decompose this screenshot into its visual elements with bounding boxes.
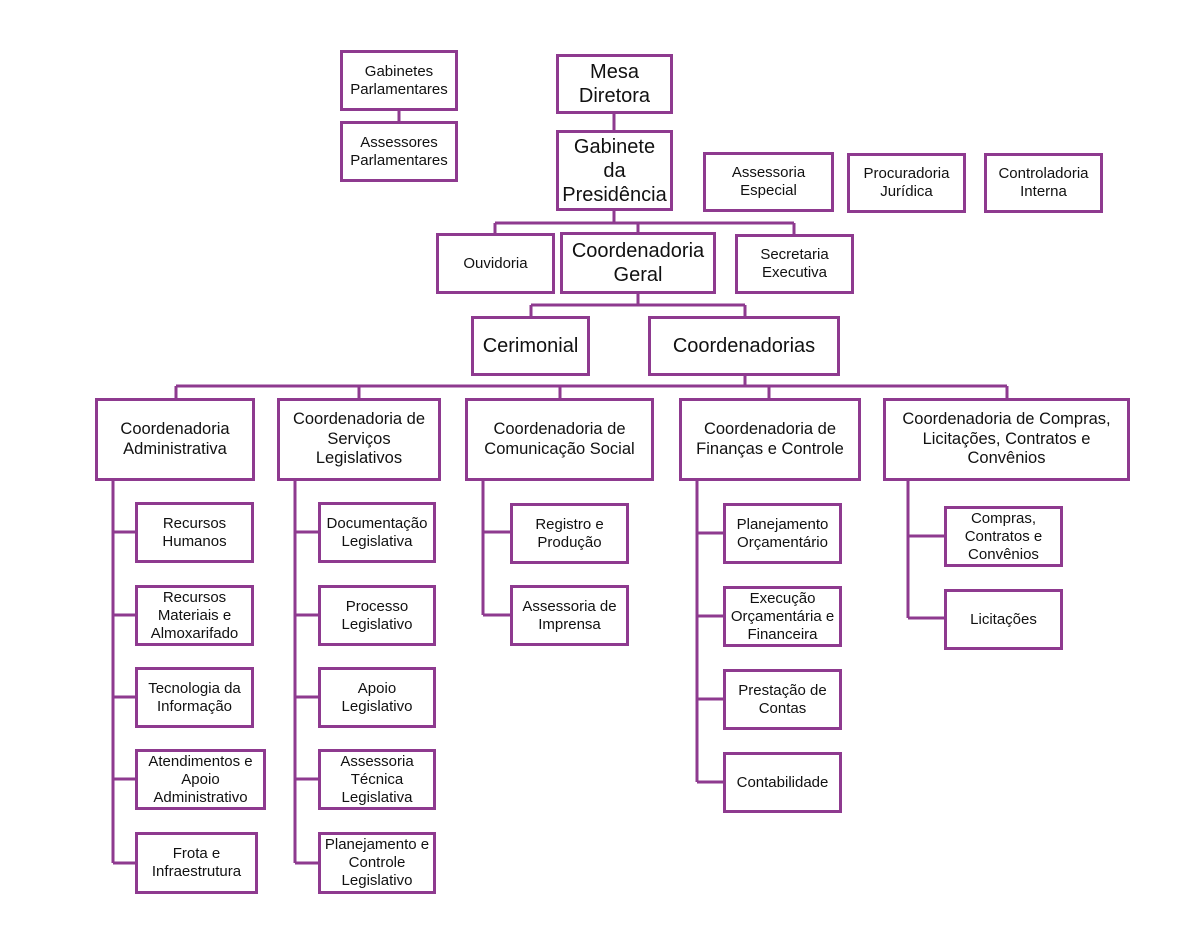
node-tecnologia-informacao: Tecnologia da Informação <box>135 667 254 728</box>
node-recursos-humanos: Recursos Humanos <box>135 502 254 563</box>
node-controladoria-interna: Controladoria Interna <box>984 153 1103 213</box>
node-gabinetes-parlamentares: Gabinetes Parlamentares <box>340 50 458 111</box>
node-assessoria-imprensa: Assessoria de Imprensa <box>510 585 629 646</box>
node-procuradoria-juridica: Procuradoria Jurídica <box>847 153 966 213</box>
node-planejamento-controle-legislativo: Planejamento e Controle Legislativo <box>318 832 436 894</box>
node-recursos-materiais: Recursos Materiais e Almoxarifado <box>135 585 254 646</box>
node-licitacoes: Licitações <box>944 589 1063 650</box>
node-prestacao-contas: Prestação de Contas <box>723 669 842 730</box>
node-cerimonial: Cerimonial <box>471 316 590 376</box>
node-compras-contratos-convenios: Compras, Contratos e Convênios <box>944 506 1063 567</box>
node-coordenadorias: Coordenadorias <box>648 316 840 376</box>
node-ouvidoria: Ouvidoria <box>436 233 555 294</box>
node-assessoria-tecnica-legislativa: Assessoria Técnica Legislativa <box>318 749 436 810</box>
node-coord-servicos-legislativos: Coordenadoria de Serviços Legislativos <box>277 398 441 481</box>
node-assessores-parlamentares: Assessores Parlamentares <box>340 121 458 182</box>
node-apoio-legislativo: Apoio Legislativo <box>318 667 436 728</box>
node-atendimentos-apoio: Atendimentos e Apoio Administrativo <box>135 749 266 810</box>
node-coordenadoria-geral: Coordenadoria Geral <box>560 232 716 294</box>
node-mesa-diretora: Mesa Diretora <box>556 54 673 114</box>
node-coord-comunicacao-social: Coordenadoria de Comunicação Social <box>465 398 654 481</box>
node-coord-compras: Coordenadoria de Compras, Licitações, Co… <box>883 398 1130 481</box>
node-planejamento-orcamentario: Planejamento Orçamentário <box>723 503 842 564</box>
node-coord-administrativa: Coordenadoria Administrativa <box>95 398 255 481</box>
node-assessoria-especial: Assessoria Especial <box>703 152 834 212</box>
node-frota-infraestrutura: Frota e Infraestrutura <box>135 832 258 894</box>
node-execucao-orcamentaria: Execução Orçamentária e Financeira <box>723 586 842 647</box>
node-contabilidade: Contabilidade <box>723 752 842 813</box>
node-processo-legislativo: Processo Legislativo <box>318 585 436 646</box>
node-coord-financas-controle: Coordenadoria de Finanças e Controle <box>679 398 861 481</box>
node-secretaria-executiva: Secretaria Executiva <box>735 234 854 294</box>
node-gabinete-presidencia: Gabinete da Presidência <box>556 130 673 211</box>
node-documentacao-legislativa: Documentação Legislativa <box>318 502 436 563</box>
node-registro-producao: Registro e Produção <box>510 503 629 564</box>
